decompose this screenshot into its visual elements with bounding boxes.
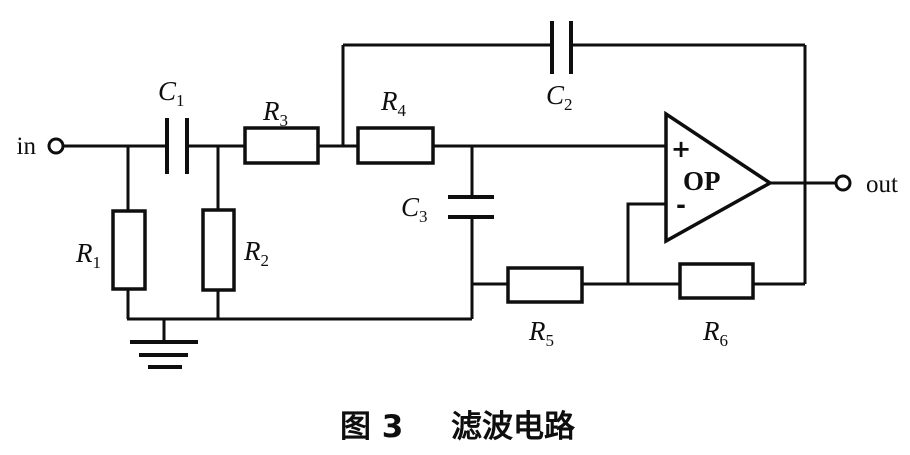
label-r3: R3 bbox=[262, 96, 288, 130]
wire-inverting-input-step bbox=[626, 202, 666, 284]
figure-caption-number: 图 3 bbox=[340, 409, 403, 445]
figure-caption-title: 滤波电路 bbox=[451, 409, 576, 445]
resistor-r1-body bbox=[111, 209, 147, 291]
capacitors bbox=[165, 21, 573, 219]
opamp-minus-input-label: - bbox=[676, 191, 686, 219]
figure-caption: 图 3 滤波电路 bbox=[340, 409, 576, 445]
resistor-r3-body bbox=[243, 126, 320, 165]
label-c2: C2 bbox=[546, 80, 573, 114]
opamp-label: OP bbox=[683, 166, 721, 196]
label-r1: R1 bbox=[75, 238, 101, 272]
label-r6: R6 bbox=[702, 316, 728, 350]
label-c3: C3 bbox=[401, 192, 428, 226]
resistors bbox=[111, 126, 755, 304]
resistor-r6-body bbox=[678, 262, 755, 300]
input-terminal-label: in bbox=[17, 133, 37, 160]
label-r2: R2 bbox=[243, 236, 269, 270]
resistor-r4-body bbox=[356, 126, 435, 165]
label-r5: R5 bbox=[528, 316, 554, 350]
resistor-r2-body bbox=[201, 208, 236, 292]
output-terminal-icon bbox=[834, 174, 852, 192]
opamp-triangle-icon bbox=[664, 110, 774, 244]
resistor-r5-body bbox=[506, 266, 584, 304]
output-terminal-label: out bbox=[866, 171, 898, 198]
opamp-plus-input-label: + bbox=[671, 135, 691, 163]
label-c1: C1 bbox=[158, 76, 185, 110]
label-r4: R4 bbox=[380, 86, 407, 120]
ground-icon bbox=[130, 340, 198, 369]
input-terminal-icon bbox=[47, 137, 65, 155]
